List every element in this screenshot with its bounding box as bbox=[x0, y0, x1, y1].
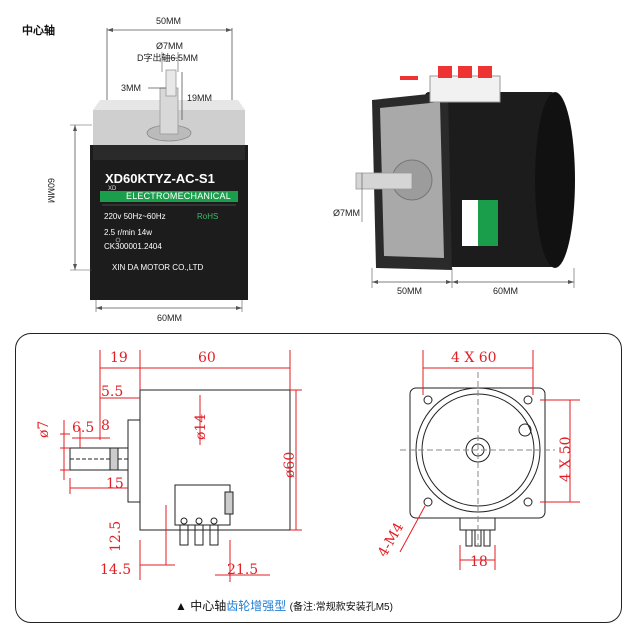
dim-front-bottom: 60MM bbox=[157, 313, 183, 323]
dim-side-left: 50MM bbox=[397, 286, 423, 296]
caption-gear-type: 齿轮增强型 bbox=[226, 599, 287, 613]
side-photo-graphics bbox=[355, 66, 575, 288]
dim-front-top: 50MM bbox=[156, 16, 182, 26]
dim-15: 15 bbox=[106, 476, 124, 492]
spec-speed-label: 2.5 r/min 14w bbox=[104, 228, 153, 237]
caption-note: (备注:常规款安装孔M5) bbox=[289, 602, 393, 613]
spec-voltage-label: 220v 50Hz~60Hz bbox=[104, 212, 166, 221]
dim-side-right: 60MM bbox=[493, 286, 519, 296]
dim-19: 19 bbox=[110, 350, 128, 366]
dim-dia-14: ø14 bbox=[193, 413, 209, 440]
dim-shaft-length: 19MM bbox=[187, 93, 213, 103]
dim-18: 18 bbox=[470, 554, 488, 570]
dim-4x60: 4 X 60 bbox=[451, 350, 497, 366]
dim-8: 8 bbox=[101, 418, 110, 434]
triangle-icon: ▲ bbox=[175, 599, 187, 613]
dim-6-5: 6.5 bbox=[72, 420, 95, 436]
drawing-frame bbox=[15, 333, 622, 623]
dim-4x50: 4 X 50 bbox=[558, 436, 574, 482]
serial-label: CK300001.2404 bbox=[104, 242, 162, 251]
dim-shaft-diameter: Ø7MM bbox=[156, 41, 183, 51]
drawing-caption: ▲ 中心轴齿轮增强型 (备注:常规款安装孔M5) bbox=[175, 597, 393, 614]
dim-21-5: 21.5 bbox=[227, 562, 259, 578]
dim-5-5: 5.5 bbox=[101, 384, 124, 400]
brand-banner-label: ELECTROMECHANICAL bbox=[126, 191, 231, 201]
caption-shaft: 中心轴 bbox=[190, 599, 227, 613]
dim-side-diameter: Ø7MM bbox=[333, 208, 360, 218]
page-title: 中心轴 bbox=[22, 25, 55, 37]
dim-60: 60 bbox=[198, 350, 216, 366]
motor-model-label: XD60KTYZ-AC-S1 bbox=[105, 171, 215, 186]
dim-14-5: 14.5 bbox=[100, 562, 132, 578]
dim-7: ø7 bbox=[36, 420, 52, 438]
maker-label: XIN DA MOTOR CO.,LTD bbox=[112, 263, 204, 272]
dim-d-shaft: D字出轴6.5MM bbox=[137, 53, 199, 63]
rohs-badge: RoHS bbox=[197, 212, 219, 221]
front-photo-graphics bbox=[70, 28, 248, 312]
brand-small-label: XD bbox=[108, 186, 117, 192]
dim-12-5: 12.5 bbox=[108, 520, 124, 552]
dim-flat: 3MM bbox=[121, 83, 141, 93]
dim-dia-60: ø60 bbox=[282, 451, 298, 478]
